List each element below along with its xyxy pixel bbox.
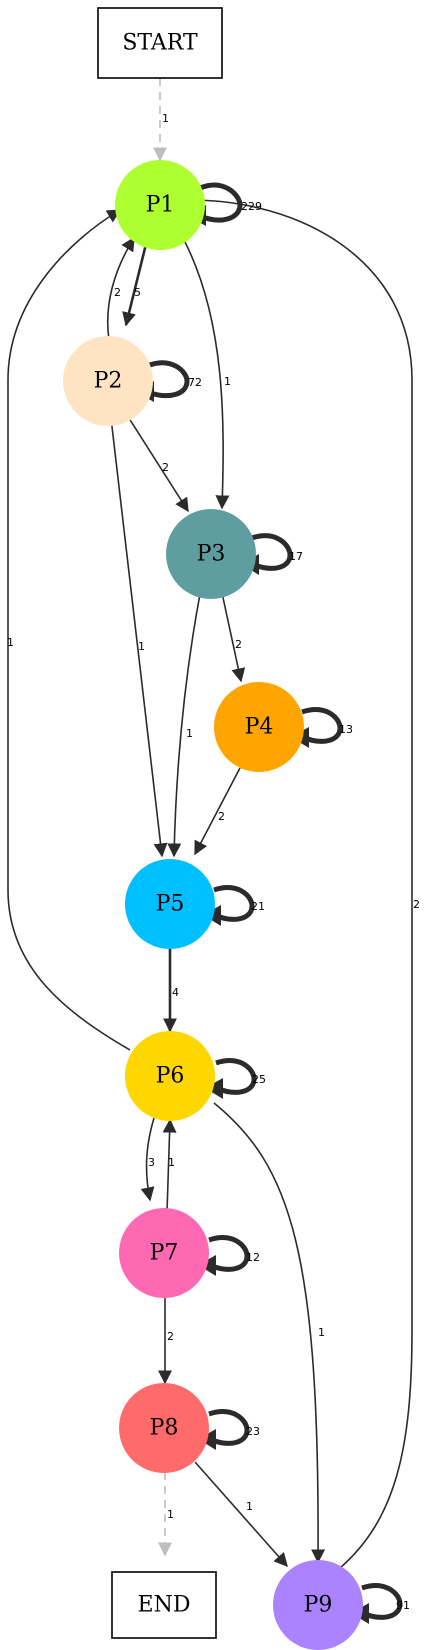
node-p5: P5	[125, 859, 215, 949]
edge-label: 1	[162, 112, 169, 125]
edge-label: 1	[167, 1508, 174, 1521]
node-p8: P8	[119, 1383, 209, 1473]
edge-label: 25	[252, 1073, 266, 1086]
edge-label: 1	[186, 727, 193, 740]
edge-p9-p1: 2	[188, 193, 420, 1569]
edge-p6-p1: 1	[7, 209, 131, 1051]
end-label: END	[138, 1593, 191, 1618]
edge-label: 1	[318, 1326, 325, 1339]
node-label: P3	[197, 542, 226, 567]
edge-p7-p8: 2	[158, 1298, 174, 1385]
edge-p6-p9: 1	[213, 1102, 326, 1564]
edge-label: 1	[168, 1156, 175, 1169]
edge-label: 4	[172, 986, 179, 999]
edge-label: 2	[114, 286, 121, 299]
edge-p6-p7: 3	[140, 1117, 155, 1202]
node-label: P7	[150, 1241, 179, 1266]
node-label: P4	[245, 715, 274, 740]
edge-p4-p5: 2	[194, 767, 241, 856]
edge-label: 2	[218, 810, 225, 823]
edge-label: 1	[246, 1500, 253, 1513]
edge-p1-p3: 1	[183, 239, 231, 510]
edge-label: 12	[246, 1251, 260, 1264]
node-label: P9	[304, 1593, 333, 1618]
node-p2: P2	[63, 336, 153, 426]
edge-label: 229	[241, 200, 262, 213]
self-loop-p6: 25	[205, 1058, 266, 1099]
node-label: P8	[150, 1416, 179, 1441]
node-label: P6	[156, 1064, 185, 1089]
start-node: START	[97, 7, 223, 79]
node-label: P5	[156, 892, 185, 917]
node-p9: P9	[273, 1560, 363, 1650]
edge-label: 2	[167, 1330, 174, 1343]
edge-label: 1	[138, 640, 145, 653]
edge-start-p1: 1	[153, 78, 169, 162]
edge-label: 1	[224, 375, 231, 388]
node-p3: P3	[166, 509, 256, 599]
node-p6: P6	[125, 1031, 215, 1121]
edge-p2-p1: 2	[106, 236, 135, 341]
node-label: P1	[146, 193, 175, 218]
node-p4: P4	[214, 682, 304, 772]
node-label: P2	[94, 369, 123, 394]
node-p1: P1	[115, 160, 205, 250]
start-label: START	[122, 31, 198, 56]
edge-p8-p9: 1	[194, 1461, 288, 1568]
edge-label: 23	[246, 1425, 260, 1438]
edge-p7-p6: 1	[162, 1118, 177, 1213]
edge-label: 72	[188, 376, 202, 389]
end-node: END	[111, 1571, 217, 1639]
edge-label: 2	[235, 638, 242, 651]
edge-label: 13	[339, 723, 353, 736]
node-p7: P7	[119, 1208, 209, 1298]
edge-label: 5	[134, 286, 141, 299]
edge-label: 3	[148, 1156, 155, 1169]
edge-p1-p2: 5	[122, 235, 150, 327]
edge-label: 17	[289, 550, 303, 563]
edge-p3-p5: 1	[167, 593, 201, 858]
edge-p2-p3: 2	[126, 414, 189, 513]
edge-p8-end: 1	[158, 1472, 174, 1557]
edge-p3-p4: 2	[221, 592, 246, 683]
edge-label: 91	[396, 1599, 410, 1612]
edge-label: 2	[162, 461, 169, 474]
edge-label: 2	[413, 898, 420, 911]
edge-p5-p6: 4	[163, 948, 179, 1033]
edge-label: 1	[7, 636, 14, 649]
edge-label: 21	[251, 900, 265, 913]
edge-p2-p5: 1	[110, 417, 168, 858]
